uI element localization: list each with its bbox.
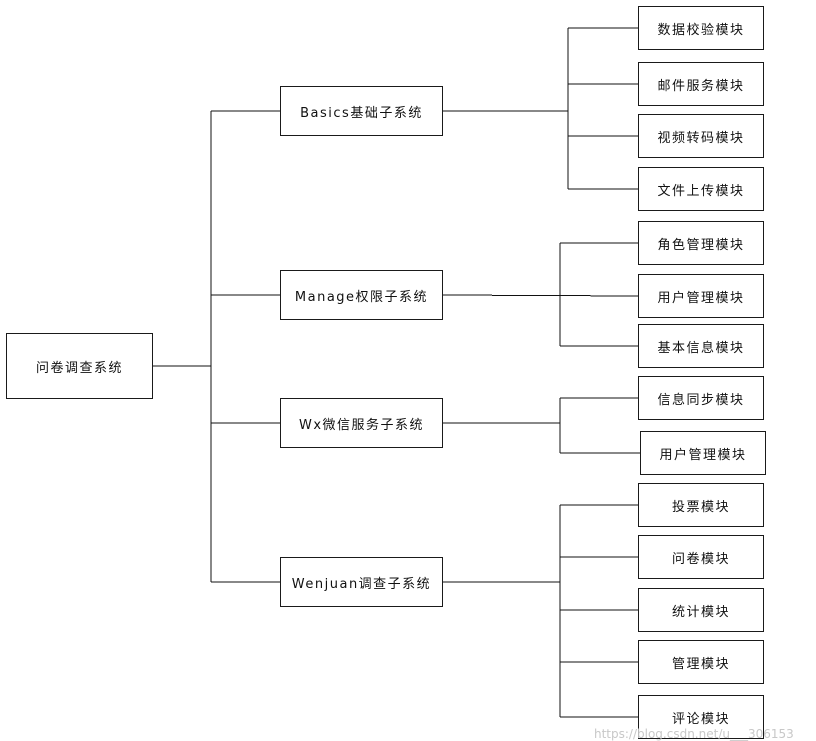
module-node: 管理模块	[638, 640, 764, 684]
root-node: 问卷调查系统	[6, 333, 153, 399]
subsystem-label: Manage权限子系统	[294, 289, 429, 305]
module-label: 管理模块	[671, 656, 730, 672]
module-node: 信息同步模块	[638, 376, 764, 420]
subsystem-label: Wx微信服务子系统	[298, 417, 425, 433]
module-node: 文件上传模块	[638, 167, 764, 211]
module-node: 视频转码模块	[638, 114, 764, 158]
module-node: 用户管理模块	[640, 431, 766, 475]
module-node: 投票模块	[638, 483, 764, 527]
module-label: 文件上传模块	[657, 183, 745, 199]
module-label: 邮件服务模块	[657, 78, 745, 94]
module-node: 问卷模块	[638, 535, 764, 579]
watermark-text: https://blog.csdn.net/u___306153	[594, 727, 794, 741]
module-label: 评论模块	[671, 711, 730, 727]
module-node: 用户管理模块	[638, 274, 764, 318]
module-label: 信息同步模块	[657, 392, 745, 408]
module-label: 用户管理模块	[657, 290, 745, 306]
subsystem-wenjuan: Wenjuan调查子系统	[280, 557, 443, 607]
root-node-label: 问卷调查系统	[35, 360, 123, 376]
subsystem-basics: Basics基础子系统	[280, 86, 443, 136]
module-label: 角色管理模块	[657, 237, 745, 253]
module-node: 统计模块	[638, 588, 764, 632]
module-label: 统计模块	[671, 604, 730, 620]
module-node: 角色管理模块	[638, 221, 764, 265]
module-node: 邮件服务模块	[638, 62, 764, 106]
subsystem-manage: Manage权限子系统	[280, 270, 443, 320]
module-label: 视频转码模块	[657, 130, 745, 146]
subsystem-label: Basics基础子系统	[300, 105, 423, 121]
module-label: 基本信息模块	[657, 340, 745, 356]
module-label: 问卷模块	[671, 551, 730, 567]
subsystem-wx: Wx微信服务子系统	[280, 398, 443, 448]
module-label: 数据校验模块	[657, 22, 745, 38]
module-node: 基本信息模块	[638, 324, 764, 368]
module-label: 用户管理模块	[659, 447, 747, 463]
subsystem-label: Wenjuan调查子系统	[291, 576, 432, 592]
module-node: 评论模块	[638, 695, 764, 739]
module-label: 投票模块	[671, 499, 730, 515]
module-node: 数据校验模块	[638, 6, 764, 50]
